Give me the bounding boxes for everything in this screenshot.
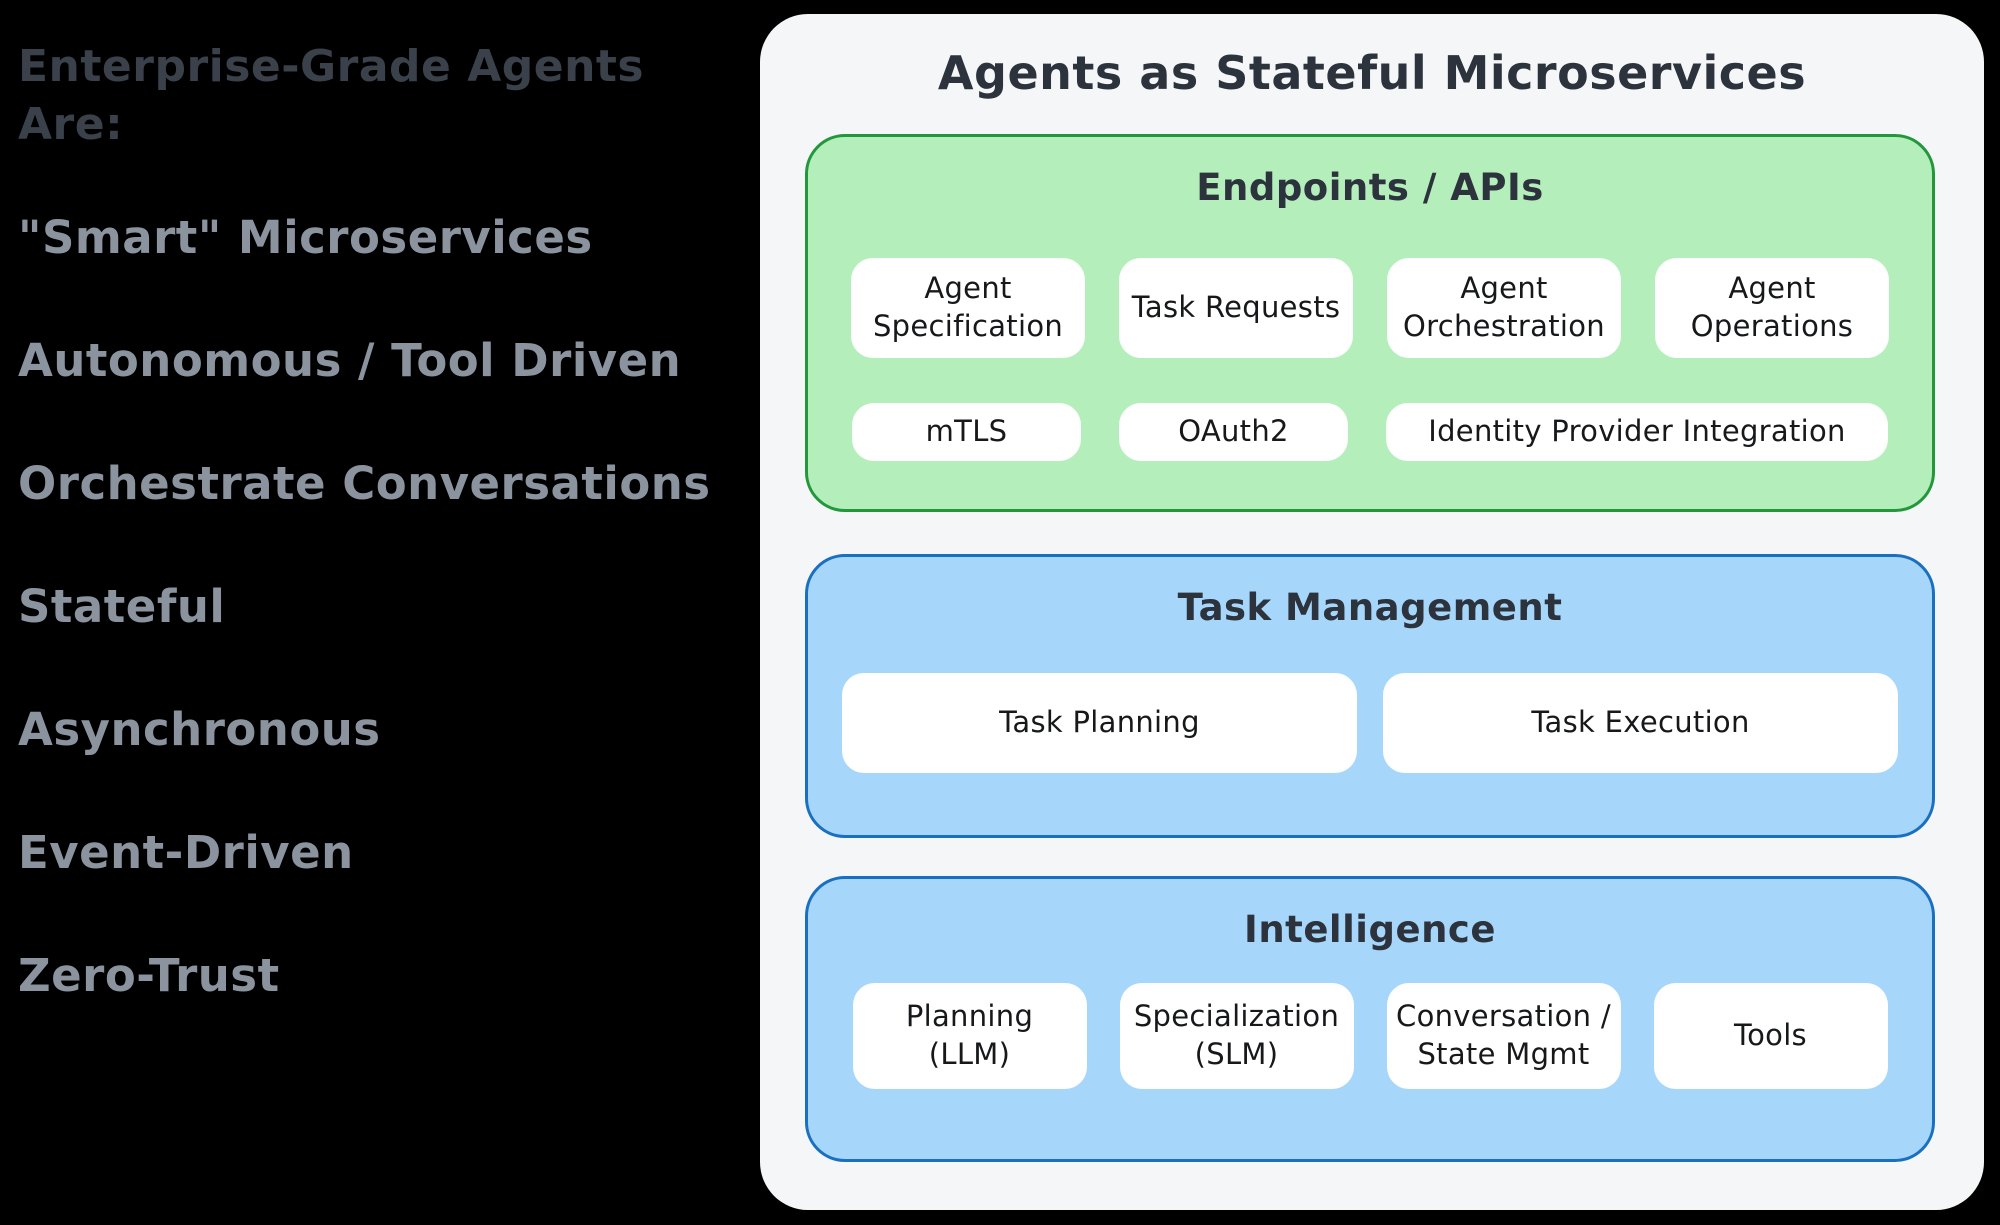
section-title-endpoints-apis: Endpoints / APIs [1196,166,1544,209]
diagram-panel: Agents as Stateful Microservices Endpoin… [760,14,1984,1210]
list-item-smart-microservices: "Smart" Microservices [18,211,593,264]
node-specialization-slm: Specialization (SLM) [1119,983,1354,1089]
node-conversation-state-mgmt: Conversation / State Mgmt [1386,983,1621,1089]
list-item-stateful: Stateful [18,580,226,633]
node-tools: Tools [1653,983,1888,1089]
intelligence-row: Planning (LLM) Specialization (SLM) Conv… [808,983,1932,1089]
task-management-row: Task Planning Task Execution [808,673,1932,773]
node-task-planning: Task Planning [842,673,1357,773]
node-oauth2: OAuth2 [1119,403,1348,461]
node-identity-provider-integration: Identity Provider Integration [1386,403,1888,461]
section-intelligence: Intelligence Planning (LLM) Specializati… [805,876,1935,1162]
section-title-intelligence: Intelligence [1244,908,1496,951]
endpoints-row-1: Agent Specification Task Requests Agent … [808,258,1932,358]
list-item-autonomous-tool-driven: Autonomous / Tool Driven [18,334,682,387]
left-item-list: "Smart" Microservices Autonomous / Tool … [18,210,748,1004]
node-agent-specification: Agent Specification [851,258,1085,358]
node-agent-operations: Agent Operations [1655,258,1889,358]
list-item-zero-trust: Zero-Trust [18,949,280,1002]
endpoints-row-2: mTLS OAuth2 Identity Provider Integratio… [808,403,1932,461]
node-task-execution: Task Execution [1383,673,1898,773]
list-item-orchestrate-conversations: Orchestrate Conversations [18,457,711,510]
node-mtls: mTLS [852,403,1081,461]
section-endpoints-apis: Endpoints / APIs Agent Specification Tas… [805,134,1935,512]
list-item-event-driven: Event-Driven [18,826,354,879]
left-annotation-column: Enterprise-Grade Agents Are: "Smart" Mic… [18,38,748,1004]
node-agent-orchestration: Agent Orchestration [1387,258,1621,358]
left-heading: Enterprise-Grade Agents Are: [18,41,645,150]
list-item-asynchronous: Asynchronous [18,703,381,756]
diagram-title: Agents as Stateful Microservices [937,46,1807,100]
node-planning-llm: Planning (LLM) [852,983,1087,1089]
section-task-management: Task Management Task Planning Task Execu… [805,554,1935,838]
node-task-requests: Task Requests [1119,258,1353,358]
section-title-task-management: Task Management [1177,586,1563,629]
